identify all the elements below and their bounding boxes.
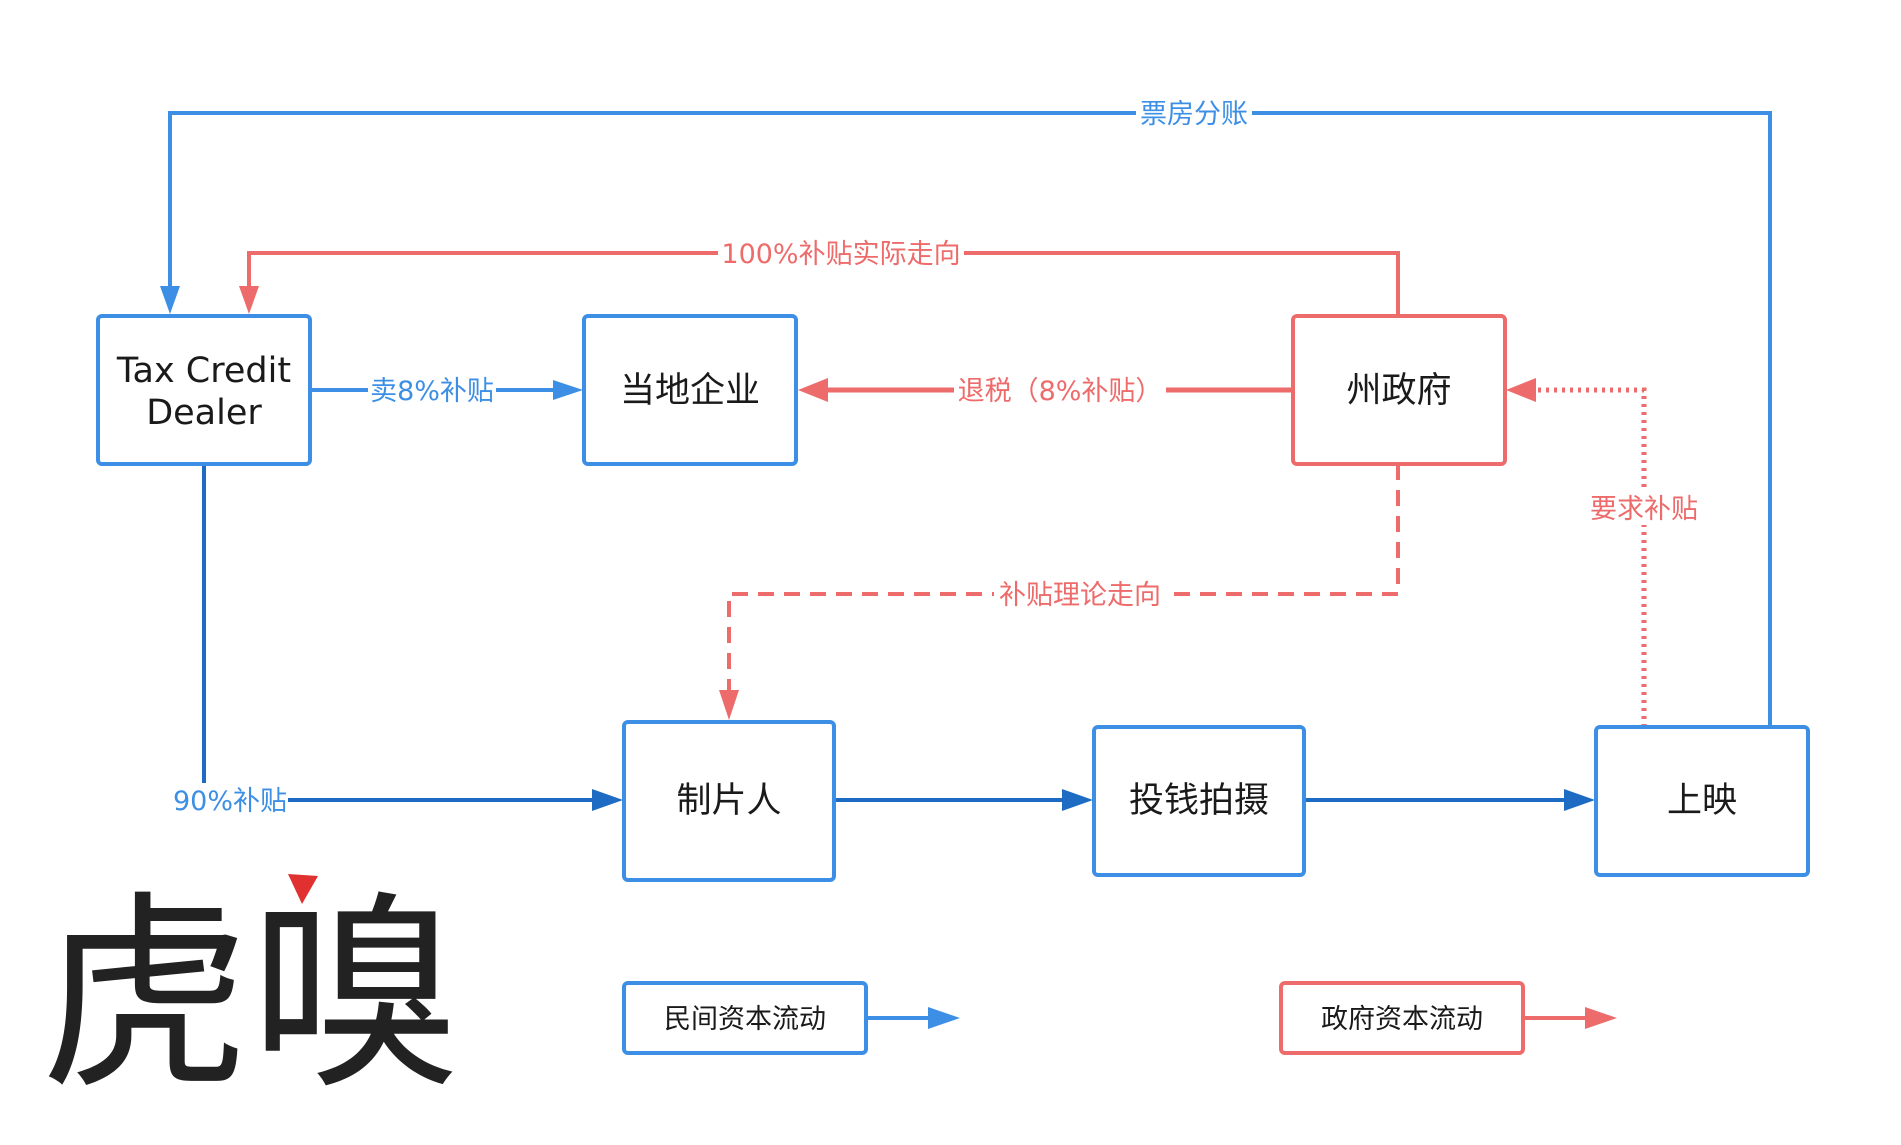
edge-label-bg-theory-subsidy: [994, 577, 1166, 611]
edge-label-box-office: 票房分账: [1140, 99, 1248, 130]
node-shooting: 投钱拍摄: [1092, 725, 1306, 877]
node-producer-label: 制片人: [676, 781, 781, 821]
arrowhead-actual-subsidy: [239, 286, 259, 314]
node-local-business-label: 当地企业: [620, 371, 760, 411]
arrowhead-request-subsidy: [1506, 378, 1536, 402]
arrowhead-box-office: [160, 286, 180, 314]
node-dealer: Tax Credit Dealer: [96, 314, 312, 466]
node-dealer-label-line2: Dealer: [146, 393, 262, 433]
edge-theory-subsidy: [727, 464, 1400, 692]
edge-label-bg-box-office: [1136, 96, 1252, 130]
edge-label-request-subsidy: 要求补贴: [1590, 494, 1698, 525]
edge-label-bg-request-subsidy: [1586, 491, 1702, 525]
node-release: 上映: [1594, 725, 1810, 877]
node-local-business: 当地企业: [582, 314, 798, 466]
edge-request-subsidy: [1528, 387, 1647, 727]
edge-label-ninety-subsidy: 90%补贴: [173, 786, 287, 817]
arrowhead-ninety-subsidy: [592, 789, 623, 811]
node-dealer-label-line1: Tax Credit: [116, 351, 291, 391]
legend-government: 政府资本流动: [1279, 981, 1617, 1055]
node-state-gov: 州政府: [1291, 314, 1507, 466]
edge-label-theory-subsidy: 补贴理论走向: [999, 580, 1161, 611]
node-producer: 制片人: [622, 720, 836, 882]
edge-label-bg-ninety-subsidy: [172, 783, 288, 817]
arrowhead-producer-to-shooting: [1062, 789, 1093, 811]
arrowhead-theory-subsidy: [719, 690, 739, 720]
logo-accent-icon: [288, 874, 318, 904]
edge-box-office: [168, 111, 1772, 727]
edge-label-bg-sell-credit: [368, 373, 496, 407]
arrowhead-shooting-to-release: [1564, 789, 1595, 811]
legend-government-label: 政府资本流动: [1321, 1004, 1483, 1035]
node-state-gov-label: 州政府: [1346, 371, 1451, 411]
node-release-label: 上映: [1667, 781, 1737, 821]
edge-label-bg-actual-subsidy: [718, 236, 964, 270]
edge-label-bg-tax-refund: [954, 373, 1166, 407]
arrowhead-tax-refund: [798, 378, 828, 402]
edge-ninety-subsidy: [202, 464, 598, 802]
legend-private-label: 民间资本流动: [664, 1004, 826, 1035]
logo: 虎嗅: [40, 873, 460, 1118]
edge-label-actual-subsidy: 100%补贴实际走向: [721, 239, 960, 270]
legend-private-arrow: [928, 1007, 960, 1029]
logo-text: 虎嗅: [40, 873, 460, 1118]
legend-private: 民间资本流动: [622, 981, 960, 1055]
edge-label-tax-refund: 退税（8%补贴）: [958, 376, 1163, 407]
legend-government-arrow: [1585, 1007, 1617, 1029]
arrowhead-sell-credit: [553, 380, 583, 400]
node-shooting-label: 投钱拍摄: [1129, 781, 1269, 821]
edge-label-sell-credit: 卖8%补贴: [370, 376, 494, 407]
